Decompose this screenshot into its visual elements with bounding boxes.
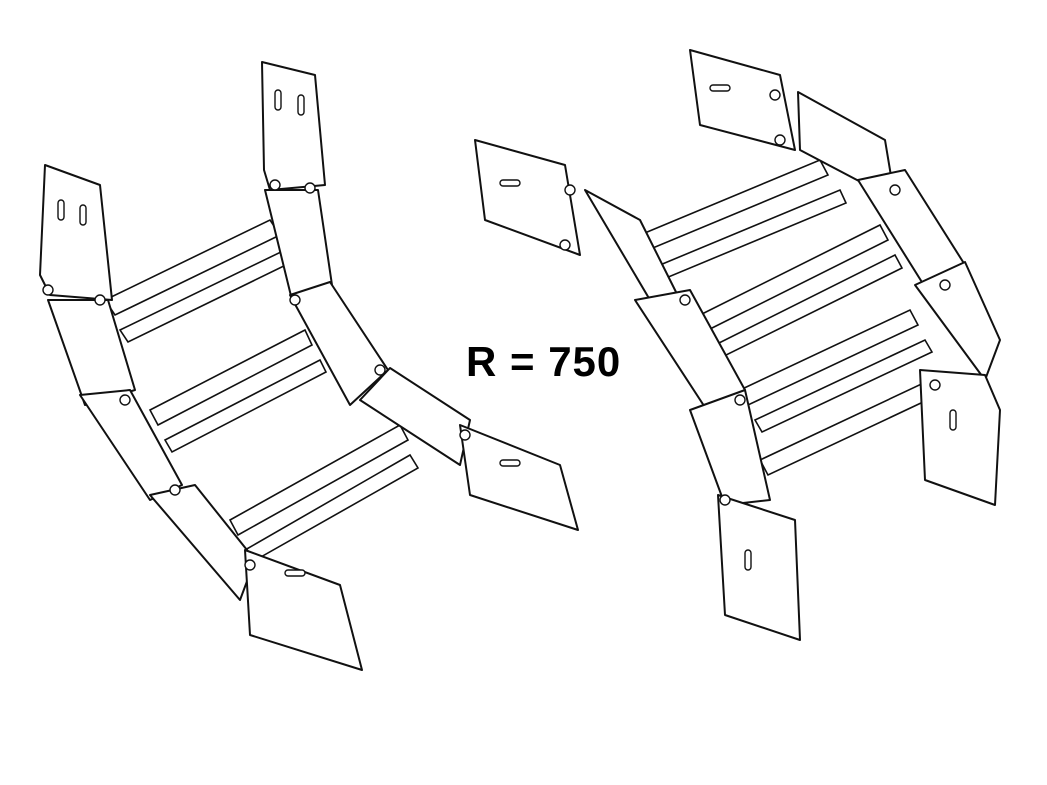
right-bend-outer-side — [689, 49, 1001, 506]
bolts — [42, 89, 951, 571]
left-bend-inner-side — [261, 61, 579, 531]
right-bend-rungs — [638, 158, 940, 477]
left-bend-rungs — [103, 218, 420, 564]
left-bend-outer-side — [39, 164, 363, 671]
radius-label: R = 750 — [466, 338, 622, 385]
plate-slots — [57, 84, 957, 577]
right-bend-inner-side — [474, 139, 801, 641]
